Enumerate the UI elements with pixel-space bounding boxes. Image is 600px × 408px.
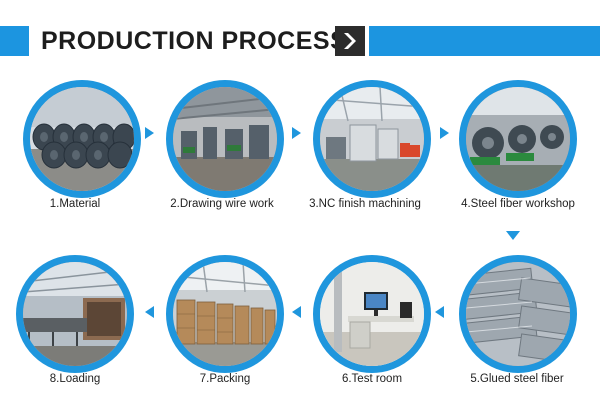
step-label: 7.Packing xyxy=(199,373,251,385)
step-drawing-wire xyxy=(166,80,284,198)
triangle-arrow-icon xyxy=(292,127,301,139)
step-nc-machining xyxy=(313,80,431,198)
test-room-photo xyxy=(313,255,431,373)
chevron-right-icon xyxy=(335,26,365,56)
step-label: 5.Glued steel fiber xyxy=(470,373,564,385)
step-label: 3.NC finish machining xyxy=(309,198,421,210)
material-photo xyxy=(23,80,141,198)
drawing-wire-photo xyxy=(166,80,284,198)
packing-photo xyxy=(166,255,284,373)
loading-photo xyxy=(16,255,134,373)
step-steel-fiber-workshop xyxy=(459,80,577,198)
triangle-arrow-icon xyxy=(435,306,444,318)
step-label: 1.Material xyxy=(49,198,101,210)
page-title: PRODUCTION PROCESS xyxy=(41,26,348,55)
glued-steel-fiber-photo xyxy=(459,255,577,373)
step-packing xyxy=(166,255,284,373)
triangle-arrow-icon xyxy=(145,306,154,318)
step-glued-steel-fiber xyxy=(459,255,577,373)
triangle-arrow-icon xyxy=(506,231,520,240)
nc-machining-photo xyxy=(313,80,431,198)
step-label: 6.Test room xyxy=(341,373,403,385)
triangle-arrow-icon xyxy=(145,127,154,139)
step-loading xyxy=(16,255,134,373)
banner: PRODUCTION PROCESS xyxy=(29,18,369,64)
step-test-room xyxy=(313,255,431,373)
triangle-arrow-icon xyxy=(440,127,449,139)
step-material xyxy=(23,80,141,198)
step-label: 8.Loading xyxy=(49,373,101,385)
step-label: 4.Steel fiber workshop xyxy=(461,198,575,210)
steel-fiber-workshop-photo xyxy=(459,80,577,198)
step-label: 2.Drawing wire work xyxy=(170,198,274,210)
triangle-arrow-icon xyxy=(292,306,301,318)
